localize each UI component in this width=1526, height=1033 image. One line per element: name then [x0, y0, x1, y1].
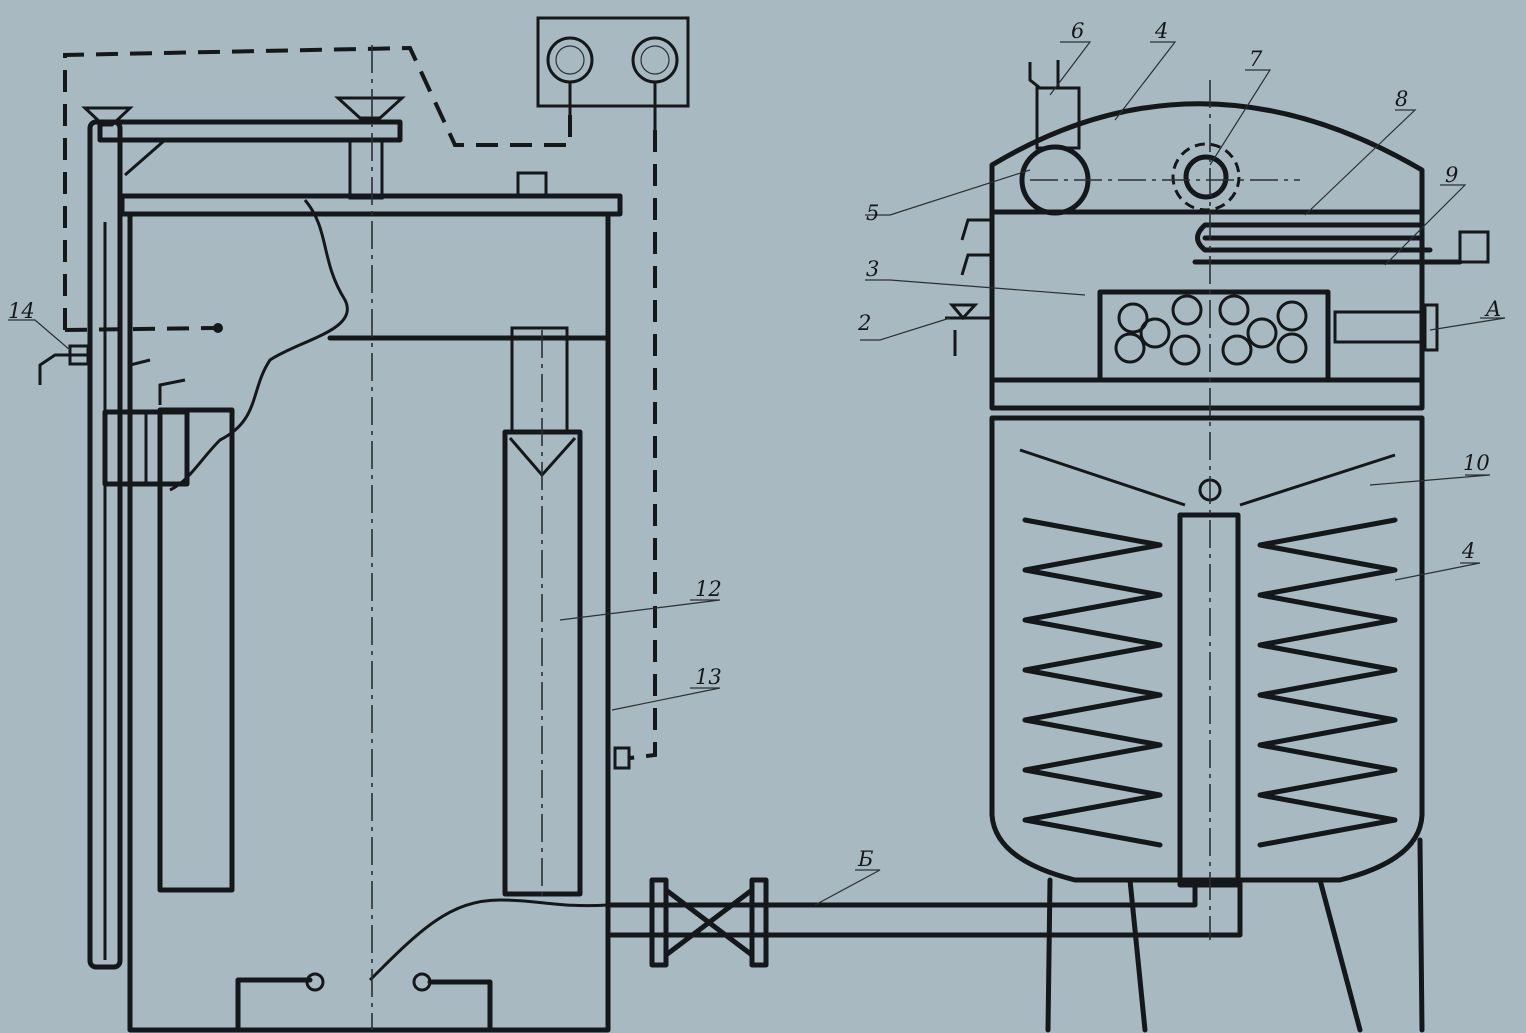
- valve-6-pipe: [1028, 60, 1060, 90]
- column-12-top: [510, 326, 569, 434]
- flange-right: [749, 877, 769, 968]
- label-3: 3: [866, 257, 879, 281]
- right-apparatus: [945, 60, 1490, 1033]
- label-9: 9: [1445, 163, 1458, 187]
- left-funnel-icon: [81, 106, 134, 127]
- heater-coil-left: [1022, 517, 1163, 848]
- pipe-lower: [605, 877, 1243, 938]
- sight-glass-7-icon: [1183, 154, 1229, 200]
- label-10: 10: [1463, 451, 1490, 475]
- cutaway-bottom: [368, 898, 609, 982]
- right-funnel-icon: [334, 96, 406, 120]
- side-tap-1: [960, 218, 992, 241]
- tank-wall: [127, 211, 611, 1033]
- control-dashed-line: [63, 45, 572, 330]
- left-leg: [1045, 877, 1148, 1033]
- top-beam: [97, 119, 403, 143]
- label-8: 8: [1395, 87, 1408, 111]
- label-b: Б: [857, 847, 873, 871]
- heater-coil-right: [1257, 517, 1398, 848]
- label-a: A: [1484, 297, 1501, 321]
- label-4-mid: 4: [1461, 539, 1475, 563]
- connecting-pipe: [605, 877, 1243, 968]
- label-13: 13: [695, 665, 722, 689]
- label-14: 14: [8, 299, 35, 323]
- labels: 6 4 7 8 9 5 3 2 A 10 4 12 13 14 Б: [8, 19, 1501, 871]
- side-tap-2: [960, 253, 992, 276]
- small-tap-a: [128, 358, 151, 400]
- heater-box: [1097, 289, 1331, 383]
- center-column: [1177, 512, 1241, 888]
- valve-icon: [663, 887, 755, 958]
- label-12: 12: [695, 577, 722, 601]
- left-vertical-pipe: [87, 119, 123, 970]
- tap-2: [945, 303, 992, 321]
- top-nozzle: [516, 171, 548, 197]
- gauge-panel: [536, 16, 690, 108]
- left-tank: [38, 16, 690, 1033]
- nozzle-a: [1333, 310, 1427, 344]
- bottom-fitting-right: [427, 979, 493, 1033]
- right-leg: [1317, 837, 1425, 1033]
- label-5: 5: [866, 201, 879, 225]
- label-6: 6: [1071, 19, 1084, 43]
- bottom-fitting-left: [235, 977, 313, 1033]
- beam-bracket: [124, 138, 169, 177]
- flange-left: [649, 877, 669, 968]
- left-column: [157, 407, 235, 893]
- dash-end-dot: [213, 323, 223, 333]
- coil-flange: [1458, 230, 1490, 264]
- cutaway-edge: [169, 199, 349, 492]
- sensor-fitting: [613, 746, 631, 770]
- gauge-dashed-line: [629, 130, 657, 760]
- label-7: 7: [1249, 47, 1263, 71]
- lower-tank: [989, 415, 1425, 883]
- coil-8-9: [1192, 222, 1463, 265]
- leader-lines: [8, 41, 1506, 906]
- sight-glass-7-outer: [1171, 142, 1241, 212]
- funnel-support: [348, 138, 384, 200]
- pressure-gauge-right-icon: [631, 36, 679, 130]
- pressure-gauge-left-icon: [546, 36, 594, 135]
- tank-lid: [119, 193, 623, 217]
- hopper-lines: [1019, 448, 1396, 507]
- label-4-top: 4: [1154, 19, 1168, 43]
- control-dashed-line-inner: [64, 326, 216, 332]
- label-2: 2: [857, 311, 871, 335]
- tap-14-icon: [38, 344, 90, 385]
- pipe-upper: [605, 877, 1198, 908]
- upper-chamber: [989, 101, 1425, 411]
- heater-tubes: [1114, 294, 1308, 366]
- small-tap-b: [158, 378, 186, 405]
